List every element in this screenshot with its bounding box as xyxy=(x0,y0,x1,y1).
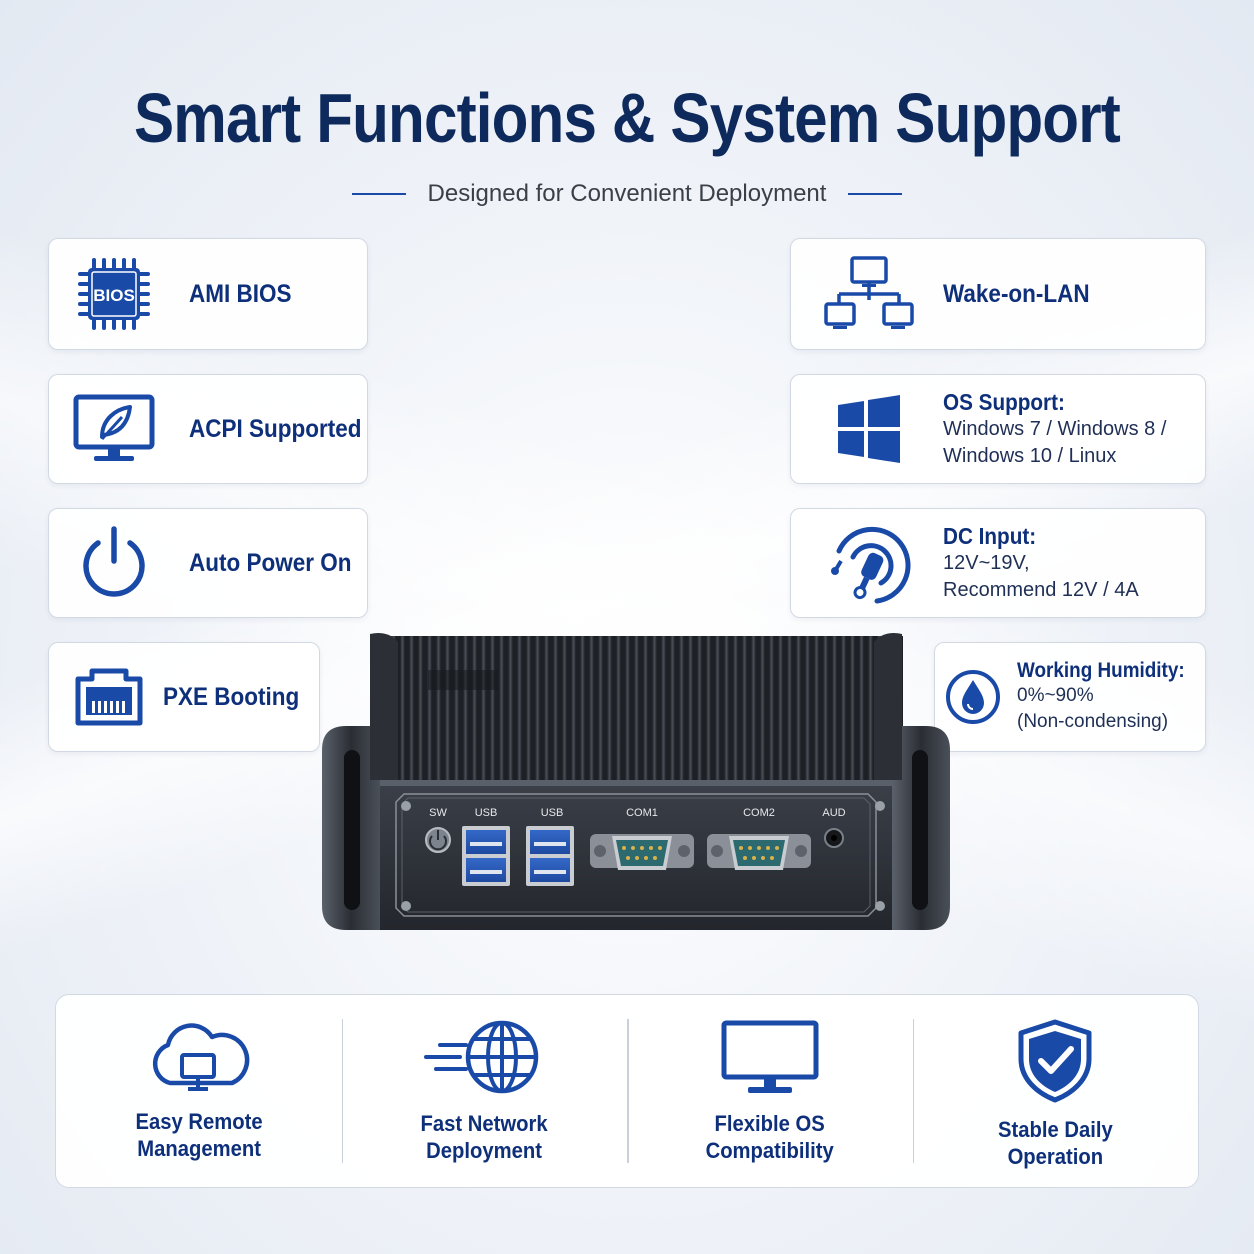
bottom-feature-os-line-1: Flexible OS xyxy=(714,1111,825,1136)
ethernet-port-icon xyxy=(69,665,149,729)
monitor-icon xyxy=(720,1019,820,1102)
feature-label-wake-on-lan: Wake-on-LAN xyxy=(943,279,1090,308)
subtitle-line-left xyxy=(351,193,406,195)
bottom-feature-os-line-2: Compatibility xyxy=(705,1138,834,1163)
feature-card-acpi: ACPI Supported xyxy=(48,374,368,484)
page-title: Smart Functions & System Support xyxy=(134,79,1121,157)
cloud-monitor-icon xyxy=(144,1019,254,1100)
svg-text:COM2: COM2 xyxy=(743,807,775,819)
bottom-feature-network-line-1: Fast Network xyxy=(420,1111,548,1136)
fast-globe-icon xyxy=(422,1019,546,1102)
svg-text:USB: USB xyxy=(541,807,564,819)
feature-line-humidity-2: (Non-condensing) xyxy=(1017,711,1169,732)
feature-title-working-humidity: Working Humidity: xyxy=(1017,659,1185,682)
bottom-feature-remote-line-2: Management xyxy=(136,1136,261,1161)
feature-line-humidity-1: 0%~90% xyxy=(1017,685,1094,706)
svg-text:SW: SW xyxy=(429,807,447,819)
feature-card-os-support: OS Support: Windows 7 / Windows 8 / Wind… xyxy=(790,374,1206,484)
feature-line-dc-input-2: Recommend 12V / 4A xyxy=(943,578,1139,601)
mini-pc-device-image: SW USB USB COM1 COM2 AUD xyxy=(318,630,954,940)
monitor-leaf-icon xyxy=(69,393,159,465)
bios-chip-icon: BIOS xyxy=(69,256,159,332)
bottom-feature-stable-operation: Stable Daily Operation xyxy=(912,995,1199,1187)
feature-card-auto-power-on: Auto Power On xyxy=(48,508,368,618)
feature-label-ami-bios: AMI BIOS xyxy=(189,279,292,308)
bottom-feature-network-line-2: Deployment xyxy=(426,1138,543,1163)
bottom-feature-stable-line-2: Operation xyxy=(1007,1144,1104,1169)
subtitle-line-right xyxy=(848,193,903,195)
network-computers-icon xyxy=(821,254,917,334)
svg-text:USB: USB xyxy=(475,807,498,819)
bottom-feature-network-deployment: Fast Network Deployment xyxy=(341,995,628,1187)
feature-card-dc-input: DC Input: 12V~19V, Recommend 12V / 4A xyxy=(790,508,1206,618)
bottom-feature-remote-line-1: Easy Remote xyxy=(135,1109,263,1134)
page-subtitle: Designed for Convenient Deployment xyxy=(427,180,827,207)
bottom-feature-os-compatibility: Flexible OS Compatibility xyxy=(627,995,913,1187)
svg-text:BIOS: BIOS xyxy=(93,286,135,305)
power-icon xyxy=(69,525,159,601)
feature-card-working-humidity: Working Humidity: 0%~90% (Non-condensing… xyxy=(934,642,1206,752)
feature-label-auto-power-on: Auto Power On xyxy=(189,548,352,577)
feature-title-dc-input: DC Input: xyxy=(943,522,1037,549)
feature-line-os-support-2: Windows 10 / Linux xyxy=(943,444,1117,467)
feature-title-os-support: OS Support: xyxy=(943,388,1065,415)
water-drop-icon xyxy=(943,668,1003,726)
shield-check-icon xyxy=(1017,1019,1093,1108)
feature-line-os-support-1: Windows 7 / Windows 8 / xyxy=(943,417,1167,440)
windows-logo-icon xyxy=(821,395,917,463)
feature-card-wake-on-lan: Wake-on-LAN xyxy=(790,238,1206,350)
feature-line-dc-input-1: 12V~19V, xyxy=(943,551,1030,574)
feature-label-acpi: ACPI Supported xyxy=(189,414,362,443)
svg-text:COM1: COM1 xyxy=(626,807,658,819)
subtitle-row: Designed for Convenient Deployment xyxy=(0,180,1254,208)
feature-card-pxe-booting: PXE Booting xyxy=(48,642,320,752)
feature-card-ami-bios: BIOS AMI BIOS xyxy=(48,238,368,350)
bottom-feature-stable-line-1: Stable Daily xyxy=(997,1117,1113,1142)
bottom-feature-remote-management: Easy Remote Management xyxy=(56,995,342,1187)
svg-text:AUD: AUD xyxy=(822,807,845,819)
bottom-features-panel: Easy Remote Management Fast Network Depl… xyxy=(55,994,1199,1188)
dc-plug-icon xyxy=(821,521,917,605)
feature-label-pxe-booting: PXE Booting xyxy=(163,682,300,711)
